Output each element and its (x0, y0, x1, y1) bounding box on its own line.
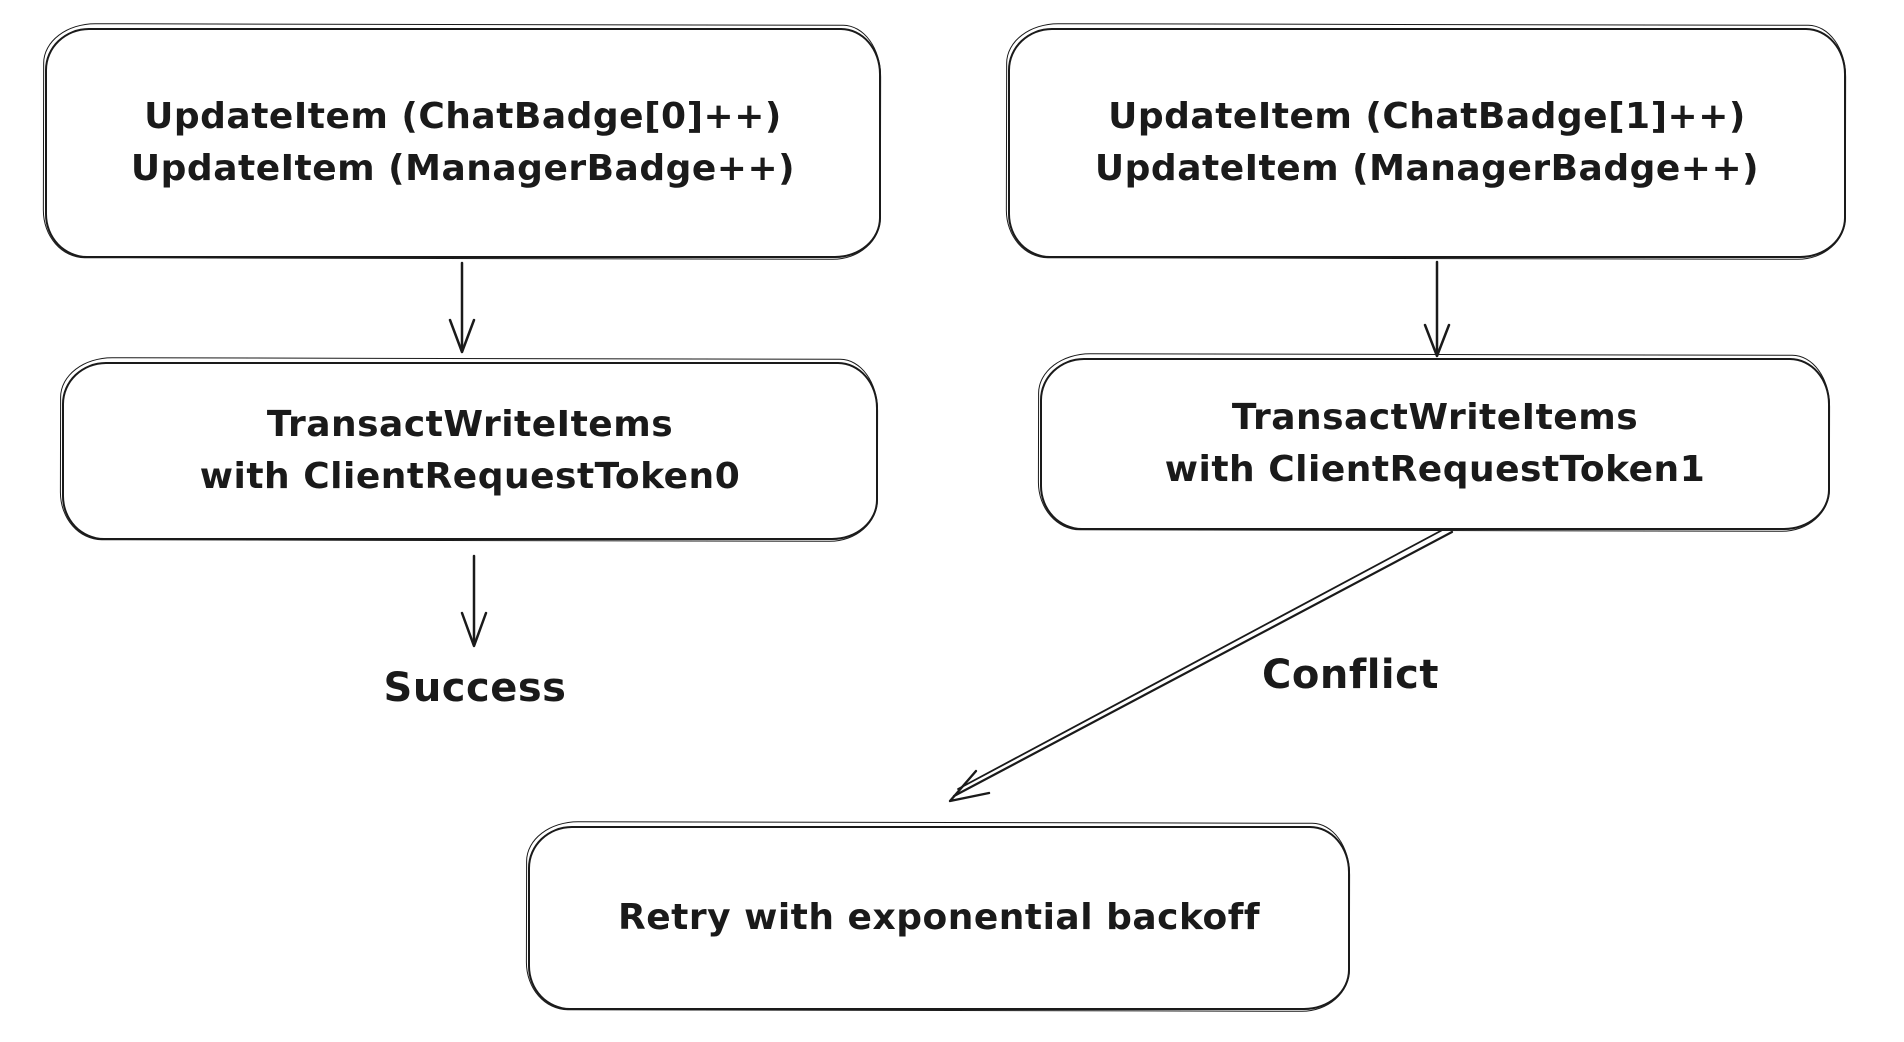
node-update-right-line1: UpdateItem (ChatBadge[1]++) (1108, 96, 1746, 137)
label-conflict: Conflict (1262, 652, 1439, 698)
node-transact-right-line2: with ClientRequestToken1 (1164, 449, 1706, 490)
arrow-update-right-to-transact-right (1423, 260, 1451, 358)
node-transact-right-line1: TransactWriteItems (1231, 397, 1639, 438)
node-update-left-line1: UpdateItem (ChatBadge[0]++) (144, 96, 782, 137)
node-update-left-line2: UpdateItem (ManagerBadge++) (130, 148, 796, 189)
arrow-update-left-to-transact-left (448, 261, 476, 354)
node-update-right: UpdateItem (ChatBadge[1]++) UpdateItem (… (1008, 28, 1846, 258)
node-update-left: UpdateItem (ChatBadge[0]++) UpdateItem (… (45, 28, 881, 258)
arrow-transact-left-to-success (460, 554, 488, 648)
label-success: Success (383, 665, 567, 711)
node-transact-left: TransactWriteItems with ClientRequestTok… (62, 362, 878, 540)
node-transact-left-line2: with ClientRequestToken0 (199, 456, 741, 497)
node-update-right-line2: UpdateItem (ManagerBadge++) (1094, 148, 1760, 189)
node-transact-left-line1: TransactWriteItems (266, 404, 674, 445)
node-transact-right: TransactWriteItems with ClientRequestTok… (1040, 358, 1830, 530)
node-retry-line1: Retry with exponential backoff (617, 897, 1261, 938)
node-retry: Retry with exponential backoff (528, 826, 1350, 1010)
